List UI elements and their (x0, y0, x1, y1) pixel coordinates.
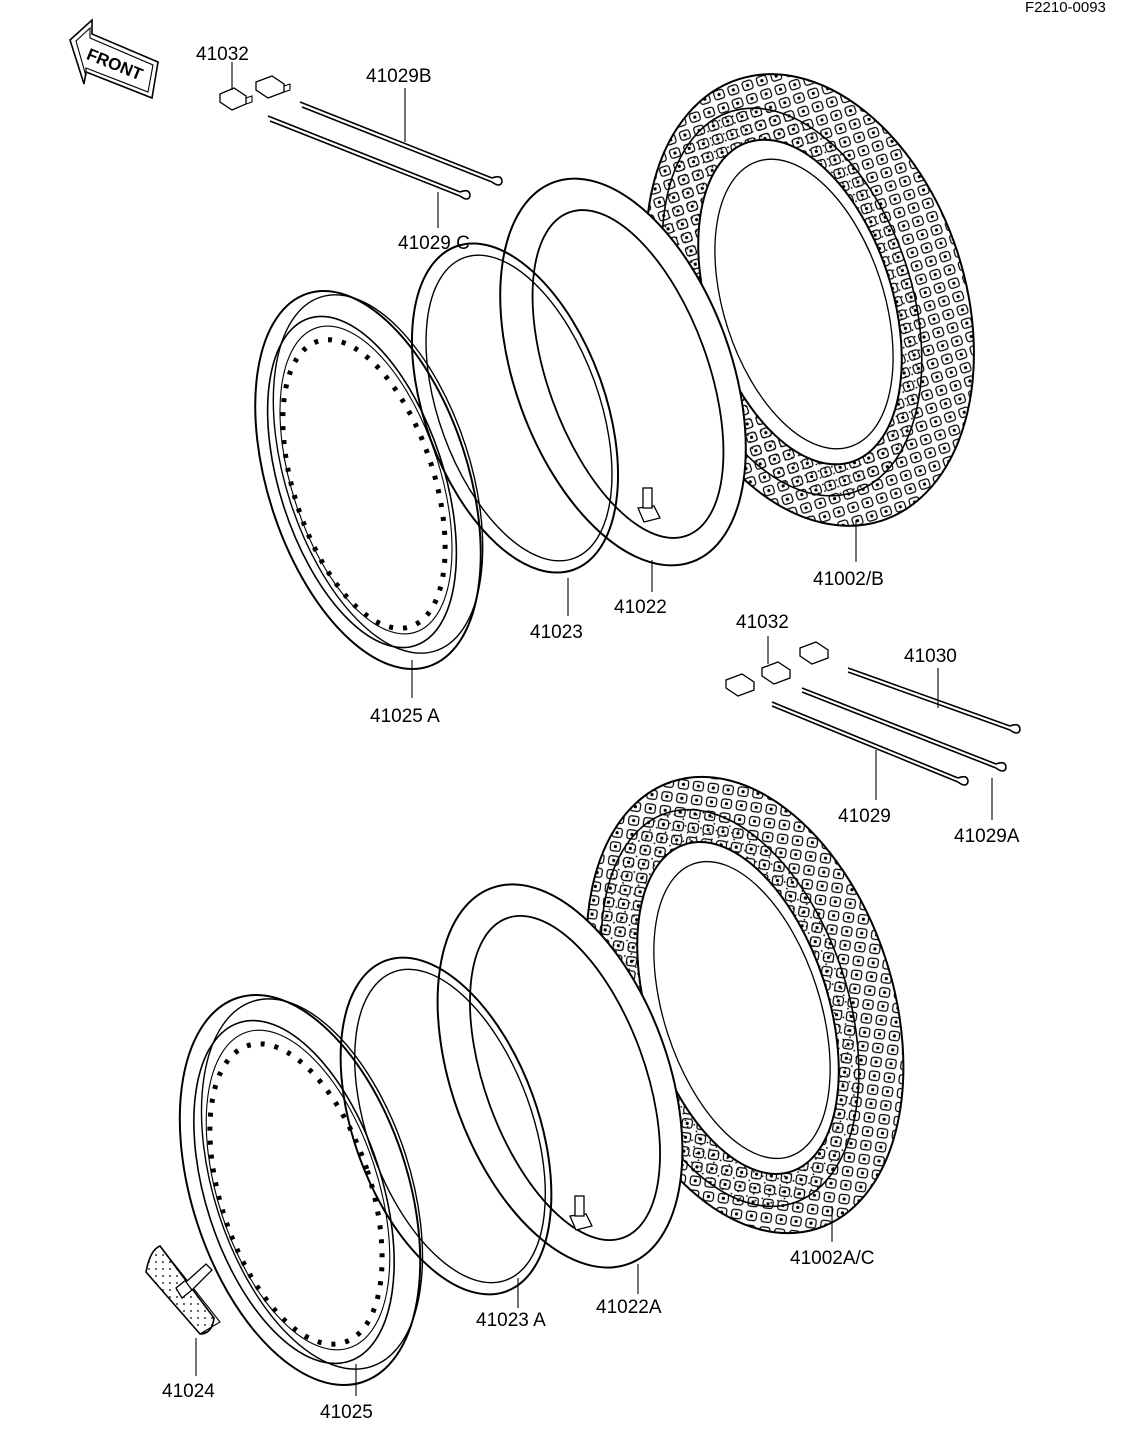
label-41025: 41025 (320, 1402, 373, 1423)
front-label: FRONT (84, 45, 146, 85)
label-41029: 41029 (838, 806, 891, 827)
label-41022: 41022 (614, 597, 667, 618)
label-41032-top: 41032 (196, 44, 249, 65)
spoke-nipple-top (219, 75, 291, 111)
spokes-lower (771, 667, 1021, 786)
label-41022A: 41022A (596, 1297, 662, 1318)
tube-upper (499, 177, 747, 567)
rim-band-lower (339, 956, 553, 1296)
rim-lower (178, 994, 424, 1386)
label-41029C: 41029 C (398, 233, 470, 254)
label-41032-mid: 41032 (736, 612, 789, 633)
label-41023A: 41023 A (476, 1310, 546, 1331)
tube-lower (436, 883, 684, 1269)
spokes-upper (267, 101, 503, 200)
diagram-code: F2210-0093 (1025, 0, 1106, 16)
rim-lock (145, 1245, 221, 1335)
spoke-nipple-mid (725, 641, 829, 697)
front-arrow-icon: FRONT (69, 18, 159, 100)
label-41002B: 41002/B (813, 569, 884, 590)
label-41002AC: 41002A/C (790, 1248, 875, 1269)
rim-upper (254, 290, 484, 670)
label-41029A: 41029A (954, 826, 1020, 847)
valve-stem-lower (569, 1195, 593, 1231)
label-41029B: 41029B (366, 66, 432, 87)
label-41025A: 41025 A (370, 706, 440, 727)
tire-lower (585, 775, 905, 1235)
label-41030: 41030 (904, 646, 957, 667)
label-41024: 41024 (162, 1381, 215, 1402)
valve-stem-upper (637, 487, 661, 523)
label-41023: 41023 (530, 622, 583, 643)
